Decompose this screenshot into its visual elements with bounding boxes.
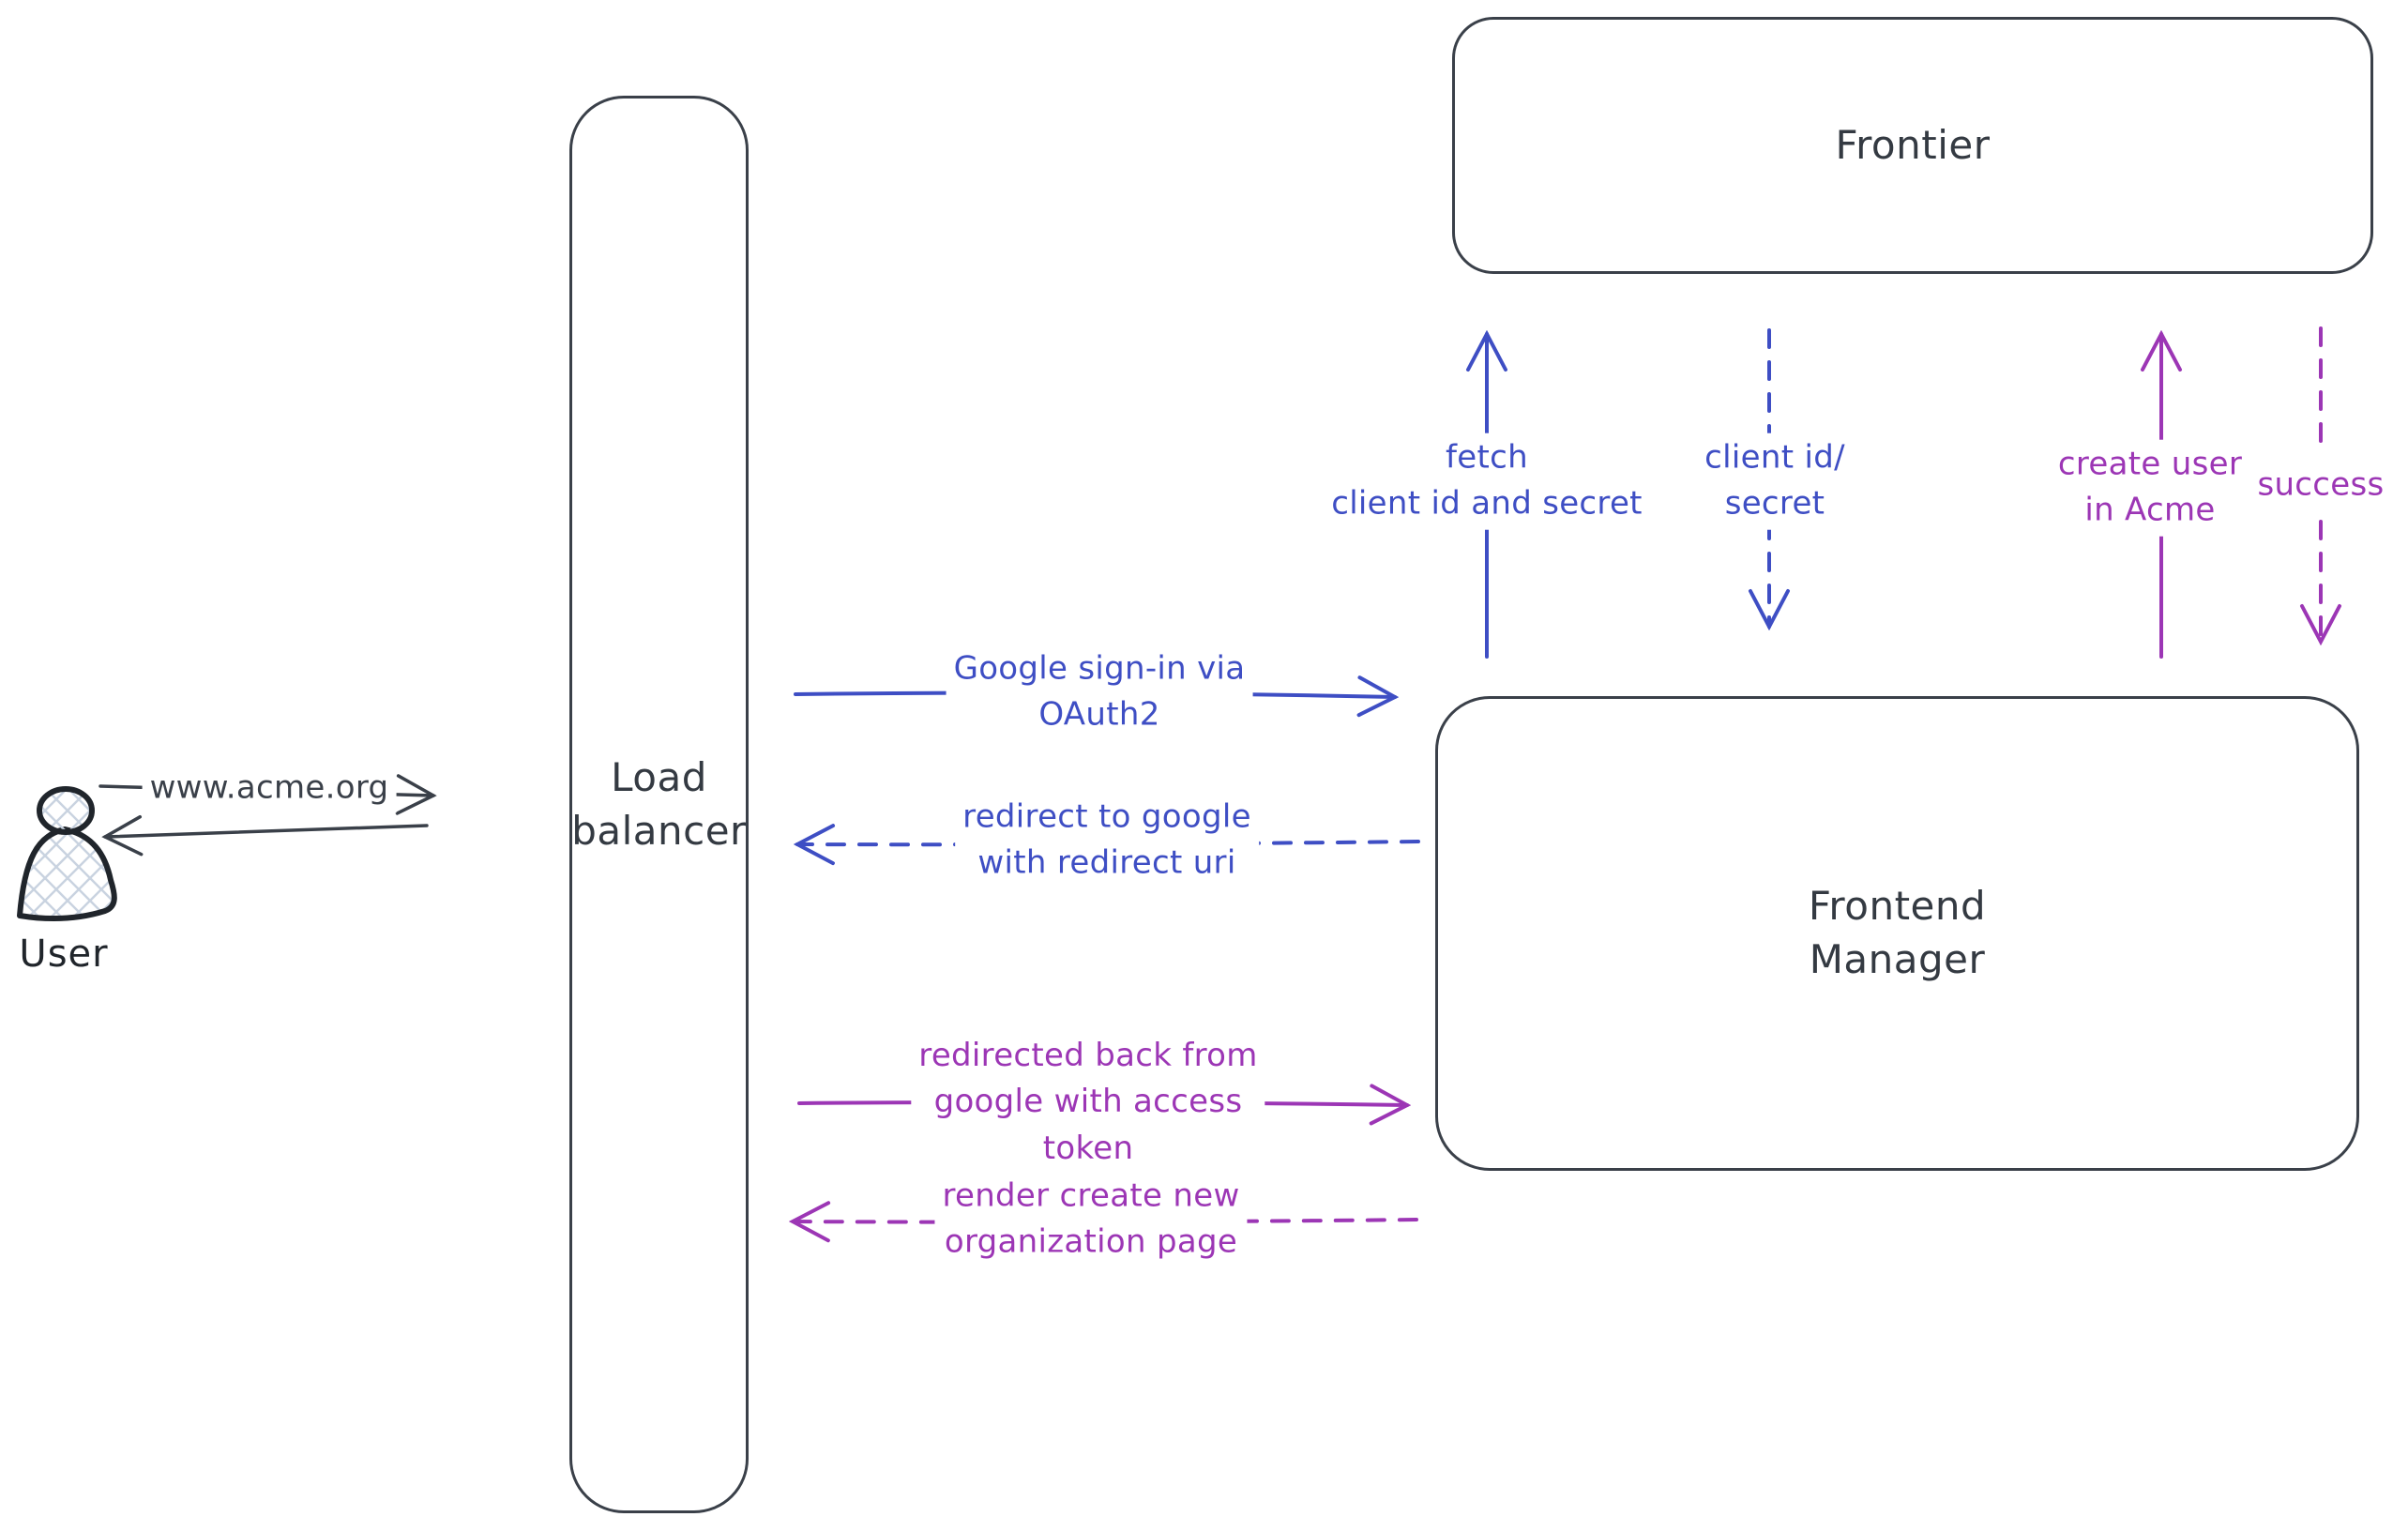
arrow-user-response — [101, 814, 429, 857]
message-redirected-back: redirected back from google with access … — [911, 1031, 1265, 1174]
frontier-label: Frontier — [1835, 121, 1991, 168]
user-icon — [17, 786, 117, 922]
message-www-acme: www.acme.org — [142, 763, 397, 813]
load-balancer-label: Load balancer — [571, 753, 747, 854]
message-success: success — [2257, 465, 2385, 504]
message-fetch-client: fetch client id and secret — [1324, 432, 1650, 530]
message-render-org-page: render create new organization page — [934, 1171, 1248, 1268]
message-create-user: create user in Acme — [2050, 439, 2250, 537]
node-frontier: Frontier — [1452, 17, 2373, 274]
message-google-signin: Google sign-in via OAuth2 — [946, 644, 1253, 741]
node-load-balancer: Load balancer — [569, 96, 749, 1513]
frontend-manager-label: Frontend Manager — [1808, 883, 1987, 982]
message-redirect-google: redirect to google with redirect uri — [955, 792, 1259, 889]
node-frontend-manager: Frontend Manager — [1435, 696, 2359, 1171]
message-client-id-secret: client id/ secret — [1697, 432, 1853, 530]
user-label: User — [19, 933, 109, 976]
